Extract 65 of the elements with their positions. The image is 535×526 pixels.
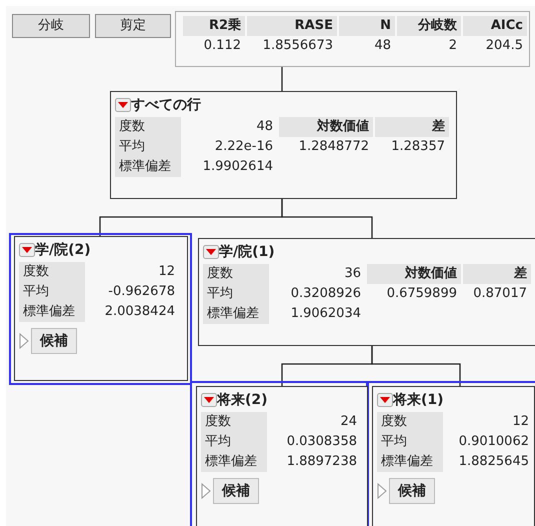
node-title: すべての行 [131, 96, 201, 114]
stat-value: 1.8825645 [458, 453, 530, 471]
stat-value: 2 [448, 37, 458, 55]
row-label: 平均 [377, 432, 443, 452]
stat-value: 0.9010062 [458, 433, 530, 451]
row-label: 度数 [201, 412, 267, 432]
prune-button: 剪定 [95, 14, 171, 38]
column-header: 分岐数 [397, 16, 461, 36]
stat-value: 2.22e-16 [214, 138, 274, 156]
row-label: 度数 [19, 262, 85, 282]
column-header: N [339, 16, 395, 36]
candidates-button: 候補 [31, 328, 77, 354]
tree-node-box [198, 238, 535, 346]
node-title: 学/院(2) [35, 241, 91, 259]
row-label: 標準偏差 [201, 452, 267, 472]
column-header: RASE [247, 16, 337, 36]
connector-line [281, 199, 373, 238]
column-header: 差 [463, 264, 531, 284]
connector-line [371, 346, 461, 386]
connector-line [281, 67, 283, 91]
row-label: 平均 [203, 284, 269, 304]
stat-value: 1.28357 [390, 138, 446, 156]
column-header: AICc [463, 16, 527, 36]
tree-node-box [196, 386, 368, 526]
row-label: 標準偏差 [19, 302, 85, 322]
row-label: 度数 [203, 264, 269, 284]
row-label: 度数 [115, 117, 181, 137]
stat-value: 1.9062034 [290, 305, 362, 323]
stat-value: 48 [255, 118, 274, 136]
stat-value: 1.8897238 [286, 453, 358, 471]
stat-value: 204.5 [484, 37, 524, 55]
summary-table [175, 11, 530, 67]
stat-value: 1.2848772 [298, 138, 370, 156]
node-title: 将来(1) [393, 391, 444, 409]
stat-value: 24 [339, 413, 358, 431]
stat-value: 0.6759899 [386, 285, 458, 303]
column-header: 差 [375, 117, 449, 137]
tree-node-box [110, 91, 457, 199]
stat-value: 12 [157, 263, 176, 281]
stat-value: 1.9902614 [202, 158, 274, 176]
row-label: 標準偏差 [115, 157, 181, 177]
stat-value: 12 [511, 413, 530, 431]
node-title: 学/院(1) [219, 243, 275, 261]
row-label: 平均 [19, 282, 85, 302]
row-label: 標準偏差 [377, 452, 443, 472]
stat-value: 0.0308358 [286, 433, 358, 451]
stat-value: 0.87017 [472, 285, 528, 303]
stat-value: -0.962678 [107, 283, 176, 301]
node-title: 将来(2) [217, 391, 268, 409]
column-header: 対数価値 [367, 264, 461, 284]
stat-value: 2.0038424 [104, 303, 176, 321]
row-label: 平均 [115, 137, 181, 157]
split-button: 分岐 [12, 14, 90, 38]
row-label: 平均 [201, 432, 267, 452]
candidates-button: 候補 [389, 478, 435, 504]
candidates-button: 候補 [213, 478, 259, 504]
row-label: 標準偏差 [203, 304, 269, 324]
stat-value: 48 [373, 37, 392, 55]
stat-value: 0.112 [202, 37, 242, 55]
column-header: 対数価値 [279, 117, 373, 137]
stat-value: 0.3208926 [290, 285, 362, 303]
column-header: R2乗 [183, 16, 245, 36]
row-label: 度数 [377, 412, 443, 432]
stat-value: 36 [343, 265, 362, 283]
stat-value: 1.8556673 [262, 37, 334, 55]
